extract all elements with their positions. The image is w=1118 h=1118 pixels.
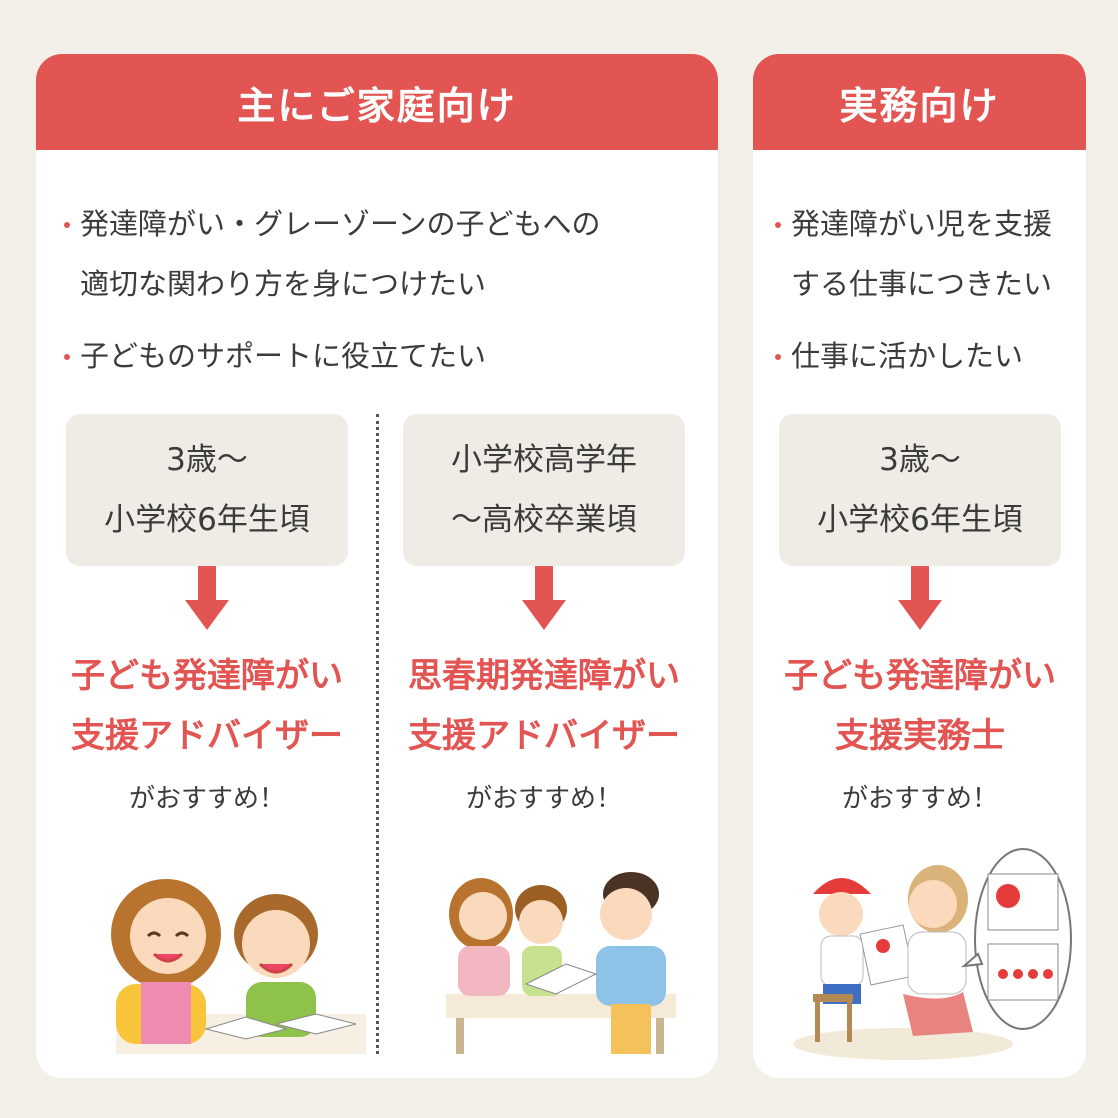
- column-divider: [376, 414, 379, 1054]
- recommend-text: がおすすめ！: [465, 784, 622, 814]
- qualification-name: 思春期発達障がい 支援アドバイザー: [408, 656, 680, 756]
- down-arrow-icon: [403, 566, 685, 640]
- family-bullets: 発達障がい・グレーゾーンの子どもへの 適切な関わり方を身につけたい 子どものサポ…: [62, 194, 601, 398]
- family-card: 主にご家庭向け 発達障がい・グレーゾーンの子どもへの 適切な関わり方を身につけた…: [36, 54, 718, 1078]
- recommend-text: がおすすめ！: [841, 784, 998, 814]
- family-header: 主にご家庭向け: [36, 54, 718, 150]
- age-range-box: 小学校高学年 〜高校卒業頃: [403, 414, 685, 566]
- qualification-name: 子ども発達障がい 支援実務士: [784, 656, 1056, 756]
- support-worker-illustration: [793, 848, 1072, 1060]
- work-bullets: 発達障がい児を支援 する仕事につきたい 仕事に活かしたい: [773, 194, 1052, 398]
- work-bullet-2: 仕事に活かしたい: [773, 326, 1052, 386]
- recommend-text: がおすすめ！: [128, 784, 285, 814]
- family-bullet-1: 発達障がい・グレーゾーンの子どもへの 適切な関わり方を身につけたい: [62, 194, 601, 314]
- down-arrow-icon: [779, 566, 1061, 640]
- work-header: 実務向け: [753, 54, 1086, 150]
- work-column: 3歳〜 小学校6年生頃 子ども発達障がい 支援実務士 がおすすめ！: [779, 414, 1061, 815]
- family-column-child: 3歳〜 小学校6年生頃 子ども発達障がい 支援アドバイザー がおすすめ！: [66, 414, 348, 815]
- down-arrow-icon: [66, 566, 348, 640]
- work-bullet-1: 発達障がい児を支援 する仕事につきたい: [773, 194, 1052, 314]
- family-bullet-2: 子どものサポートに役立てたい: [62, 326, 601, 386]
- family-consultation-illustration: [446, 872, 676, 1054]
- age-range-box: 3歳〜 小学校6年生頃: [779, 414, 1061, 566]
- age-range-box: 3歳〜 小学校6年生頃: [66, 414, 348, 566]
- qualification-name: 子ども発達障がい 支援アドバイザー: [71, 656, 343, 756]
- family-column-teen: 小学校高学年 〜高校卒業頃 思春期発達障がい 支援アドバイザー がおすすめ！: [403, 414, 685, 815]
- work-card: 実務向け 発達障がい児を支援 する仕事につきたい 仕事に活かしたい 3歳〜 小学…: [753, 54, 1086, 1078]
- mother-child-study-illustration: [111, 879, 366, 1054]
